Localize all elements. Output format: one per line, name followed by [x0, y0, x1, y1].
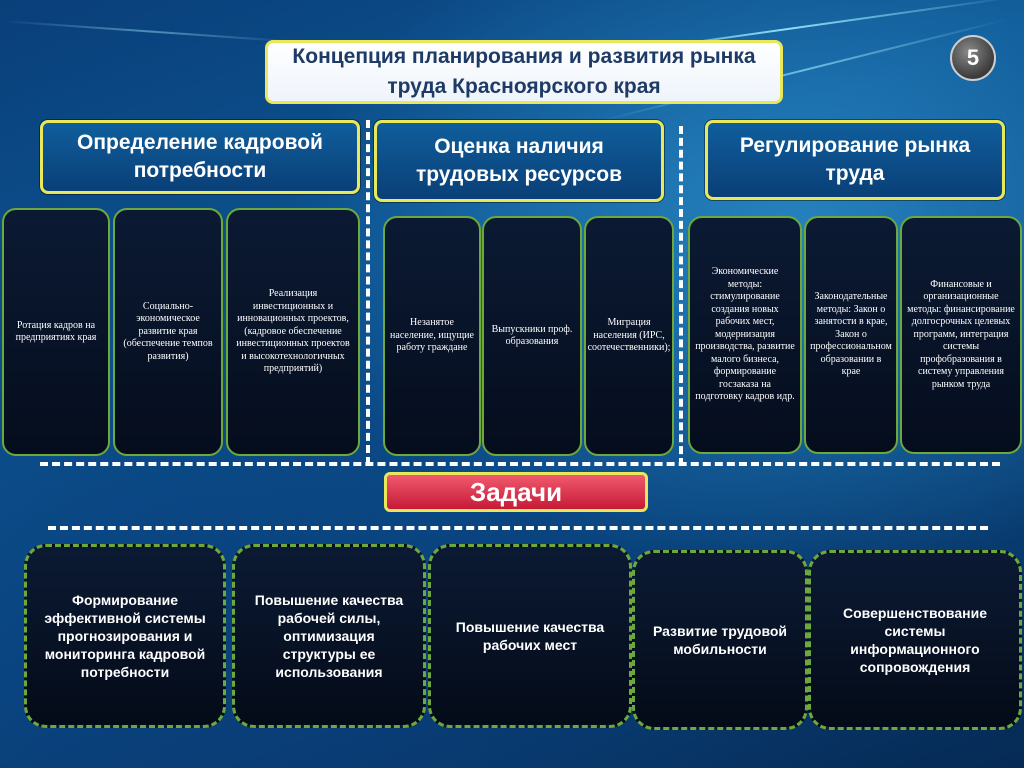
task-text: Повышение качества рабочей силы, оптимиз…: [254, 592, 404, 680]
task-information-support: Совершенствование системы информационног…: [808, 550, 1022, 730]
card-migration: Миграция населения (ИРС, соотечественник…: [584, 216, 674, 456]
task-workforce-quality: Повышение качества рабочей силы, оптимиз…: [232, 544, 426, 728]
task-workplace-quality: Повышение качества рабочих мест: [428, 544, 632, 728]
page-title: Концепция планирования и развития рынка …: [265, 40, 783, 104]
header-assessment-of-labor-resources: Оценка наличия трудовых ресурсов: [374, 120, 664, 202]
slide-number-badge: 5: [950, 35, 996, 81]
card-text: Незанятое население, ищущие работу гражд…: [390, 317, 474, 354]
card-text: Ротация кадров на предприятиях края: [15, 319, 97, 344]
card-text: Финансовые и организационные методы: фин…: [907, 278, 1015, 390]
card-financial-organizational-methods: Финансовые и организационные методы: фин…: [900, 216, 1022, 454]
background-light-streak: [0, 20, 300, 43]
card-socioeconomic-development: Социально-экономическое развитие края (о…: [113, 208, 223, 456]
card-text: Выпускники проф. образования: [491, 323, 573, 348]
card-economic-methods: Экономические методы: стимулирование соз…: [688, 216, 802, 454]
card-text: Миграция населения (ИРС, соотечественник…: [587, 317, 671, 354]
column-separator: [679, 126, 683, 466]
card-text: Законодательные методы: Закон о занятост…: [810, 291, 892, 378]
task-text: Формирование эффективной системы прогноз…: [44, 592, 206, 680]
section-divider: [40, 462, 1000, 466]
task-text: Совершенствование системы информационног…: [842, 605, 987, 675]
card-unemployed-population: Незанятое население, ищущие работу гражд…: [383, 216, 481, 456]
task-labor-mobility: Развитие трудовой мобильности: [632, 550, 808, 730]
card-text: Экономические методы: стимулирование соз…: [695, 266, 795, 403]
card-graduates: Выпускники проф. образования: [482, 216, 582, 456]
card-legislative-methods: Законодательные методы: Закон о занятост…: [804, 216, 898, 454]
tasks-label: Задачи: [384, 472, 648, 512]
column-separator: [366, 120, 370, 465]
header-labor-market-regulation: Регулирование рынка труда: [705, 120, 1005, 200]
task-forecasting-system: Формирование эффективной системы прогноз…: [24, 544, 226, 728]
card-staff-rotation: Ротация кадров на предприятиях края: [2, 208, 110, 456]
header-determination-of-staffing-needs: Определение кадровой потребности: [40, 120, 360, 194]
card-text: Социально-экономическое развитие края (о…: [123, 300, 213, 362]
card-investment-projects: Реализация инвестиционных и инновационны…: [226, 208, 360, 456]
task-text: Повышение качества рабочих мест: [455, 619, 605, 653]
card-text: Реализация инвестиционных и инновационны…: [236, 288, 350, 375]
section-divider: [48, 526, 988, 530]
task-text: Развитие трудовой мобильности: [652, 623, 788, 657]
